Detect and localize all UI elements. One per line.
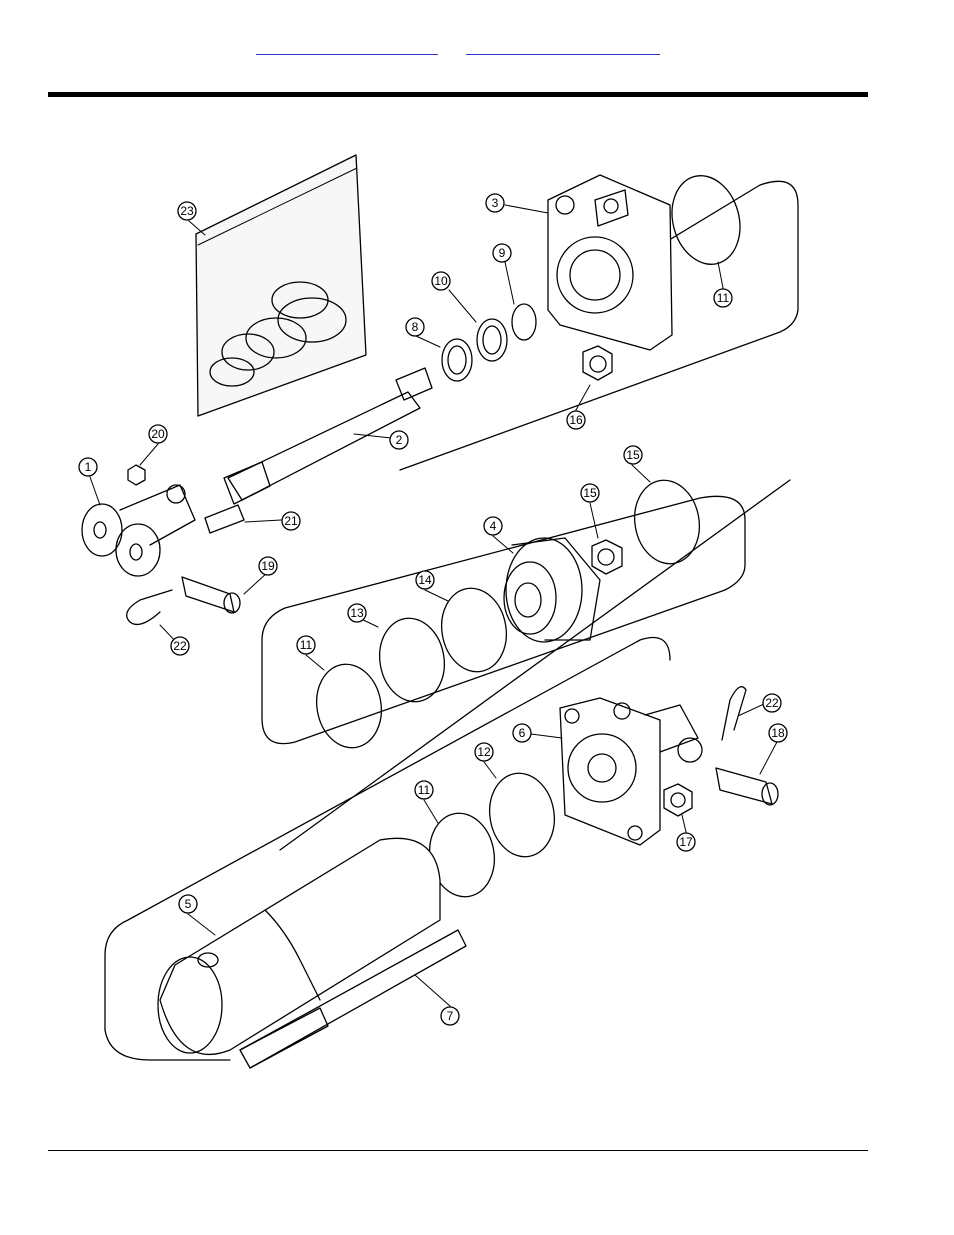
callout-3: 3 (485, 193, 505, 213)
oring-12-top (671, 175, 741, 265)
cap-6 (559, 697, 703, 846)
callout-17-top-label: 16 (569, 413, 583, 427)
callout-14-label: 14 (418, 573, 432, 587)
callout-15-label: 15 (626, 448, 640, 462)
callouts: 23 3 9 10 8 11 16 2 20 1 21 19 22 15 15 … (78, 193, 788, 1026)
callout-8: 8 (405, 317, 425, 337)
callout-19: 21 (281, 511, 301, 531)
callout-23-label: 23 (180, 204, 194, 218)
clip-22-left (126, 589, 173, 626)
callout-7-label: 7 (447, 1009, 454, 1023)
callout-9: 9 (492, 243, 512, 263)
clip-22-right (721, 686, 747, 741)
callout-21-label: 19 (261, 559, 275, 573)
callout-11-lower: 11 (414, 780, 434, 800)
callout-9-label: 9 (499, 246, 506, 260)
nut-18 (127, 464, 146, 486)
callout-14: 14 (415, 570, 435, 590)
barrel-5 (157, 837, 441, 1055)
footer-rule (48, 1150, 868, 1151)
nut-16 (591, 539, 623, 575)
callout-5: 5 (178, 894, 198, 914)
seal-10 (476, 318, 508, 362)
callout-2: 2 (389, 430, 409, 450)
ring-9 (511, 303, 537, 341)
callout-7: 7 (440, 1006, 460, 1026)
callout-6-label: 6 (519, 726, 526, 740)
pin-20 (715, 767, 773, 805)
callout-10-label: 10 (434, 274, 448, 288)
tie-rod-7 (239, 929, 467, 1069)
lower-cylinder-outline (104, 636, 671, 1031)
callout-12-lower: 12 (474, 742, 494, 762)
callout-17-lower-label: 17 (679, 835, 693, 849)
upper-cylinder-outline (261, 495, 746, 745)
nav-link-left[interactable] (256, 38, 438, 55)
bolt-19 (204, 504, 245, 534)
callout-20: 18 (768, 723, 788, 743)
pin-21 (181, 576, 235, 613)
callout-6: 6 (512, 723, 532, 743)
cylinder-head-3 (547, 174, 673, 351)
callout-11-upper: 11 (296, 635, 316, 655)
callout-1: 1 (78, 457, 98, 477)
callout-12-top-label: 11 (717, 291, 730, 305)
oring-12-lower (489, 772, 555, 858)
header-rule (48, 92, 868, 97)
ring-11-upper (316, 663, 382, 749)
nav-link-right[interactable] (466, 38, 660, 55)
nut-17-top (582, 345, 613, 381)
callout-22-left: 22 (170, 636, 190, 656)
callout-16-label: 15 (583, 486, 597, 500)
callout-22-right-label: 22 (765, 696, 779, 710)
leader-lines (89, 204, 779, 1007)
callout-1-label: 1 (85, 460, 92, 474)
callout-17-top: 16 (566, 410, 586, 430)
callout-4-label: 4 (490, 519, 497, 533)
callout-13: 13 (347, 603, 367, 623)
piston-4 (503, 537, 601, 643)
callout-16: 15 (580, 483, 600, 503)
callout-20-label: 18 (771, 726, 785, 740)
callout-15: 15 (623, 445, 643, 465)
callout-22-left-label: 22 (173, 639, 187, 653)
callout-12-lower-label: 12 (477, 745, 491, 759)
ring-13 (379, 617, 445, 703)
seal-kit-bag (195, 154, 367, 417)
callout-18: 20 (148, 424, 168, 444)
ring-14 (441, 587, 507, 673)
callout-19-label: 21 (284, 514, 298, 528)
callout-8-label: 8 (412, 320, 419, 334)
callout-5-label: 5 (185, 897, 192, 911)
callout-11-lower-label: 11 (418, 783, 431, 797)
callout-11-upper-label: 11 (300, 638, 313, 652)
callout-2-label: 2 (396, 433, 403, 447)
piston-rod-2 (223, 367, 433, 505)
callout-23: 23 (177, 201, 197, 221)
callout-18-label: 20 (151, 427, 165, 441)
wiper-8 (441, 338, 473, 382)
callout-12-top: 11 (713, 288, 733, 308)
callout-17-lower: 17 (676, 832, 696, 852)
top-cylinder-outline (399, 180, 799, 471)
nut-17-lower (663, 783, 693, 817)
clevis-1 (81, 484, 196, 577)
callout-21: 19 (258, 556, 278, 576)
callout-4: 4 (483, 516, 503, 536)
callout-10: 10 (431, 271, 451, 291)
callout-13-label: 13 (350, 606, 364, 620)
ring-15 (634, 479, 700, 565)
callout-3-label: 3 (492, 196, 499, 210)
callout-22-right: 22 (762, 693, 782, 713)
